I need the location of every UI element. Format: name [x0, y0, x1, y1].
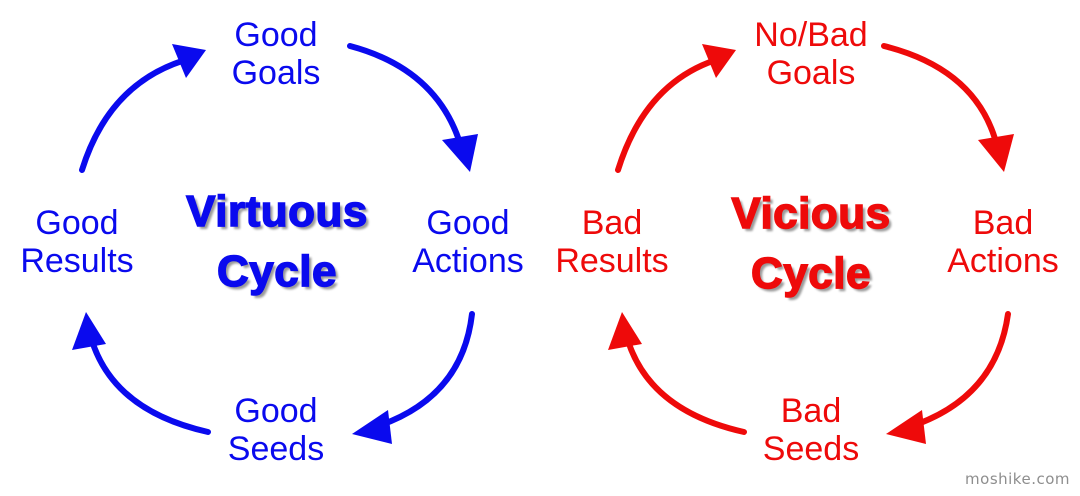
arrowhead-goals-to-actions: [442, 134, 478, 172]
arrow-goals-to-actions: [347, 43, 465, 153]
vicious-left-line1: Bad: [581, 204, 643, 242]
virtuous-left-line1: Good: [35, 204, 119, 242]
vicious-bottom-label: Bad Seeds: [763, 392, 859, 468]
vicious-arrows: [608, 43, 1014, 444]
vicious-bottom-line1: Bad: [780, 392, 842, 430]
virtuous-right-line1: Good: [426, 204, 510, 242]
arrowhead-actions-to-seeds: [352, 410, 392, 444]
virtuous-top-label: Good Goals: [232, 16, 321, 92]
virtuous-bottom-line1: Good: [234, 392, 318, 430]
arrowhead-bad-actions-to-seeds: [886, 410, 926, 444]
arrow-bad-seeds-to-results: [623, 331, 747, 435]
arrowhead-bad-results-to-goals: [702, 44, 736, 78]
vicious-right-label: Bad Actions: [947, 204, 1059, 280]
virtuous-left-line2: Results: [20, 242, 134, 280]
virtuous-cycle-title: Virtuous Cycle: [185, 182, 368, 302]
vicious-cycle-title: Vicious Cycle: [731, 184, 891, 304]
arrowhead-results-to-goals: [172, 44, 206, 78]
arrow-results-to-goals: [79, 55, 195, 173]
virtuous-right-label: Good Actions: [412, 204, 524, 280]
watermark: moshike.com: [965, 470, 1070, 488]
vicious-right-line1: Bad: [972, 204, 1034, 242]
arrowhead-goals-to-bad-actions: [978, 134, 1014, 172]
vicious-top-label: No/Bad Goals: [754, 16, 867, 92]
arrow-bad-actions-to-seeds: [903, 311, 1011, 431]
virtuous-arrows: [72, 43, 478, 444]
virtuous-right-line2: Actions: [412, 242, 524, 280]
vicious-left-line2: Results: [555, 242, 669, 280]
arrow-bad-results-to-goals: [615, 55, 725, 173]
vicious-right-line2: Actions: [947, 242, 1059, 280]
vicious-top-line1: No/Bad: [754, 16, 868, 54]
virtuous-top-line2: Goals: [231, 54, 321, 92]
arrow-goals-to-bad-actions: [881, 43, 1001, 153]
vicious-title-line1: Vicious: [731, 188, 891, 239]
virtuous-title-line2: Cycle: [216, 246, 337, 297]
virtuous-bottom-label: Good Seeds: [228, 392, 324, 468]
arrow-actions-to-seeds: [369, 311, 475, 431]
arrowhead-seeds-to-results: [72, 312, 106, 350]
virtuous-bottom-line2: Seeds: [227, 430, 325, 468]
virtuous-top-line1: Good: [234, 16, 318, 54]
vicious-bottom-line2: Seeds: [762, 430, 860, 468]
vicious-top-line2: Goals: [766, 54, 856, 92]
virtuous-title-line1: Virtuous: [185, 186, 368, 237]
arrow-seeds-to-results: [87, 331, 211, 435]
virtuous-left-label: Good Results: [20, 204, 133, 280]
vicious-left-label: Bad Results: [555, 204, 668, 280]
arrowhead-bad-seeds-to-results: [608, 312, 642, 350]
vicious-title-line2: Cycle: [750, 248, 871, 299]
